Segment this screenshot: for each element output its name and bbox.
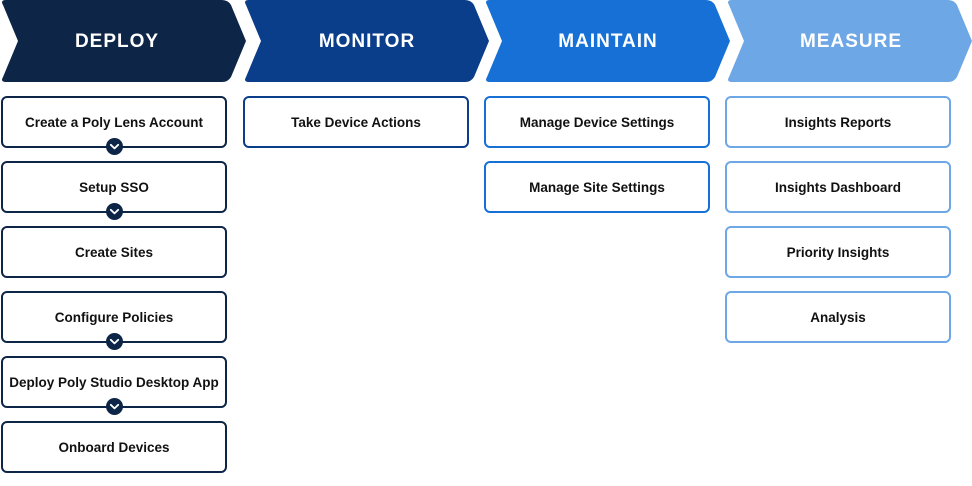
monitor-arrow-shape <box>245 0 489 82</box>
step-insights-reports[interactable]: Insights Reports <box>725 96 951 148</box>
maintain-steps-column: Manage Device Settings Manage Site Setti… <box>484 96 710 226</box>
step-label: Insights Reports <box>784 114 892 130</box>
step-create-poly-lens-account[interactable]: Create a Poly Lens Account <box>1 96 227 155</box>
step-label: Deploy Poly Studio Desktop App <box>9 374 219 390</box>
stage-measure-label: MEASURE <box>799 31 902 52</box>
step-label: Configure Policies <box>54 309 174 325</box>
step-manage-site-settings[interactable]: Manage Site Settings <box>484 161 710 213</box>
step-deploy-poly-studio-desktop-app[interactable]: Deploy Poly Studio Desktop App <box>1 356 227 415</box>
step-label: Create a Poly Lens Account <box>24 114 204 130</box>
step-label: Insights Dashboard <box>774 179 901 195</box>
stage-monitor-label: MONITOR <box>318 31 416 52</box>
step-insights-dashboard[interactable]: Insights Dashboard <box>725 161 951 213</box>
stage-maintain-label: MAINTAIN <box>558 31 658 52</box>
deploy-steps-column: Create a Poly Lens Account Setup SSO Cre… <box>1 96 227 486</box>
step-setup-sso[interactable]: Setup SSO <box>1 161 227 220</box>
stage-deploy-label: DEPLOY <box>74 31 160 52</box>
step-label: Onboard Devices <box>58 439 170 455</box>
chevron-down-icon <box>105 398 123 415</box>
stage-banners: DEPLOY MONITOR MAINTAIN MEASURE <box>0 0 972 82</box>
deploy-arrow-shape <box>2 0 246 82</box>
step-label: Create Sites <box>74 244 154 260</box>
step-label: Setup SSO <box>79 179 149 195</box>
measure-steps-column: Insights Reports Insights Dashboard Prio… <box>725 96 951 356</box>
step-create-sites[interactable]: Create Sites <box>1 226 227 278</box>
step-label: Analysis <box>810 309 866 325</box>
step-label: Priority Insights <box>786 244 890 260</box>
step-analysis[interactable]: Analysis <box>725 291 951 343</box>
chevron-down-icon <box>105 203 123 220</box>
maintain-arrow-shape <box>486 0 730 82</box>
step-onboard-devices[interactable]: Onboard Devices <box>1 421 227 473</box>
stage-arrows <box>2 0 972 82</box>
step-priority-insights[interactable]: Priority Insights <box>725 226 951 278</box>
chevron-down-icon <box>105 138 123 155</box>
step-manage-device-settings[interactable]: Manage Device Settings <box>484 96 710 148</box>
step-label: Manage Device Settings <box>519 114 675 130</box>
monitor-steps-column: Take Device Actions <box>243 96 469 161</box>
measure-arrow-shape <box>728 0 972 82</box>
step-take-device-actions[interactable]: Take Device Actions <box>243 96 469 148</box>
step-label: Manage Site Settings <box>529 179 665 195</box>
chevron-down-icon <box>105 333 123 350</box>
step-configure-policies[interactable]: Configure Policies <box>1 291 227 350</box>
step-label: Take Device Actions <box>291 114 421 130</box>
